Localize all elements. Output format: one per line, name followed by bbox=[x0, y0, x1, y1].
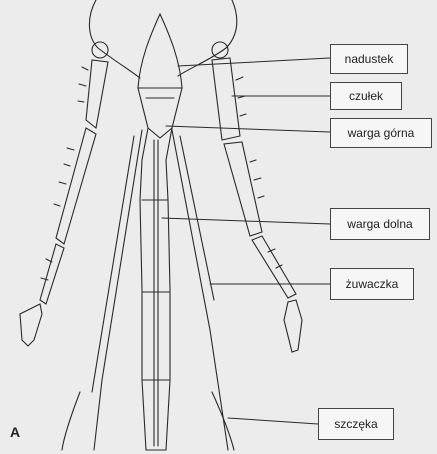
maxillae bbox=[62, 392, 234, 450]
label-nadustek: nadustek bbox=[330, 44, 408, 74]
leader-lines bbox=[162, 58, 330, 424]
figure-letter: A bbox=[10, 424, 20, 440]
left-antenna bbox=[20, 42, 108, 346]
label-czulek: czułek bbox=[330, 82, 402, 110]
clypeus bbox=[138, 14, 182, 88]
label-warga-gorna: warga górna bbox=[330, 118, 432, 148]
labrum bbox=[138, 88, 182, 138]
right-antenna bbox=[212, 42, 302, 352]
mandibles bbox=[92, 130, 228, 450]
label-zuwaczka: żuwaczka bbox=[330, 268, 414, 300]
head-capsule bbox=[89, 0, 140, 78]
labium bbox=[140, 128, 172, 450]
label-szczeka: szczęka bbox=[318, 408, 394, 440]
label-warga-dolna: warga dolna bbox=[330, 208, 430, 240]
